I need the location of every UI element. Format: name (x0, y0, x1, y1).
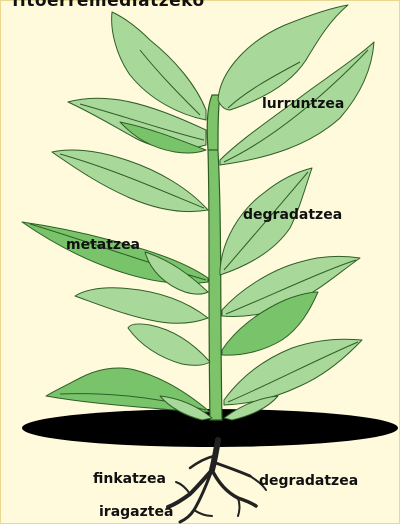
label-leaf-left: metatzea (66, 238, 140, 252)
diagram-title: fitoerremediatzeko (12, 0, 205, 10)
label-shoot-top: lurruntzea (262, 97, 344, 111)
label-root-right: degradatzea (259, 474, 358, 488)
label-root-left: finkatzea (93, 472, 166, 486)
plant-stem (207, 95, 222, 420)
label-shoot-mid: degradatzea (243, 208, 342, 222)
label-root-bottom: iragaztea (99, 505, 173, 519)
plant-roots (168, 440, 266, 522)
